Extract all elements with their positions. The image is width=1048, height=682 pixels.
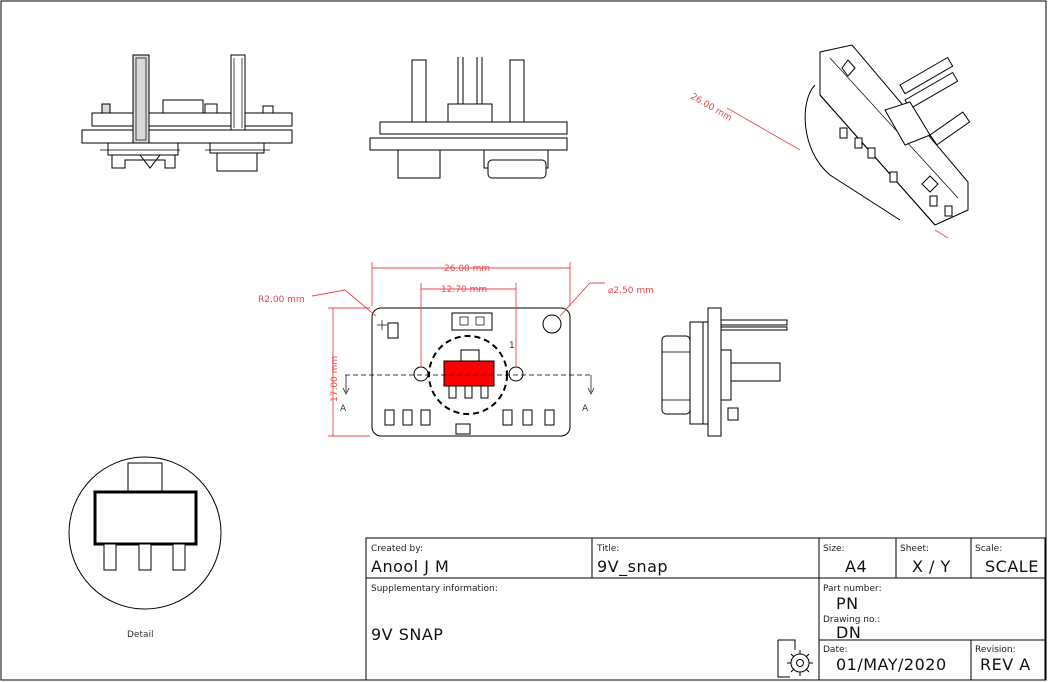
part-number-label: Part number:: [823, 584, 882, 594]
front-view: [81, 54, 293, 172]
detail-view: Detail: [68, 456, 222, 640]
drawing-no-label: Drawing no.:: [823, 615, 880, 625]
dim-height: 17.00 mm: [330, 356, 340, 402]
title-block: Created by: Anool J M Title: 9V_snap Siz…: [365, 537, 1046, 681]
right-side-view: [661, 307, 788, 437]
scale-label: Scale:: [975, 544, 1002, 554]
date-value: 01/MAY/2020: [836, 655, 947, 674]
sheet-value: X / Y: [912, 557, 951, 576]
section-label-left: A: [340, 404, 347, 414]
dim-hole-diameter: ⌀2.50 mm: [608, 286, 654, 296]
section-label-right: A: [582, 404, 589, 414]
date-label: Date:: [823, 645, 848, 655]
detail-label: Detail: [127, 630, 154, 640]
detail-outline: [68, 456, 222, 610]
gear-logo-icon: [777, 639, 813, 678]
sheet-label: Sheet:: [900, 544, 929, 554]
balloon-number: 1: [509, 341, 515, 351]
regulator-component: [443, 360, 495, 387]
dim-corner-radius: R2.00 mm: [258, 295, 305, 305]
revision-value: REV A: [980, 655, 1031, 674]
detail-component: [93, 490, 198, 546]
title-value: 9V_snap: [597, 557, 668, 577]
side-view: [369, 57, 568, 179]
scale-value: SCALE: [985, 557, 1039, 576]
mounting-hole: [542, 314, 562, 334]
created-by-label: Created by:: [371, 544, 423, 554]
supplementary-label: Supplementary information:: [371, 584, 498, 594]
supplementary-value: 9V SNAP: [371, 625, 443, 644]
dim-hole-spacing: 12.70 mm: [441, 285, 487, 295]
part-number-value: PN: [836, 594, 859, 613]
size-label: Size:: [823, 544, 845, 554]
title-label: Title:: [596, 544, 619, 554]
iso-view: 26.00 mm: [689, 44, 971, 239]
created-by-value: Anool J M: [371, 557, 449, 576]
drawing-no-value: DN: [836, 623, 861, 642]
dim-overall-width: 26.00 mm: [444, 264, 490, 274]
top-view: A A 1 26.00 mm 12.70 mm 17.00 mm R2.00 m…: [258, 262, 654, 437]
revision-label: Revision:: [975, 645, 1016, 655]
size-value: A4: [845, 557, 867, 576]
iso-dimension-label: 26.00 mm: [689, 92, 734, 124]
